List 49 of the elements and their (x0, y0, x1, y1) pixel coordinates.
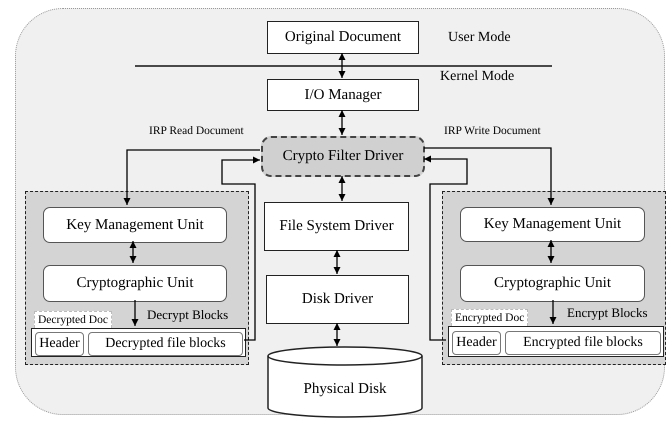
box-label: Decrypted file blocks (105, 336, 226, 352)
box-label: File System Driver (279, 218, 394, 235)
box-label: Key Management Unit (484, 216, 622, 233)
box-label: Cryptographic Unit (76, 275, 194, 292)
unit-box (43, 265, 227, 302)
box-label: Cryptographic Unit (494, 275, 612, 292)
arrow (221, 156, 260, 341)
edge-label: Encrypt Blocks (566, 306, 649, 319)
arrow (130, 241, 136, 263)
box-label: Header (456, 335, 497, 351)
process-box (267, 79, 419, 111)
edge-label: Decrypt Blocks (146, 308, 230, 321)
arrow (334, 250, 340, 274)
background-panel (15, 8, 665, 415)
document-label: Decrypted Doc (34, 311, 112, 328)
unit-box (460, 207, 645, 242)
process-box (264, 202, 409, 251)
process-box (267, 21, 419, 54)
box-label: I/O Manager (304, 86, 382, 104)
arrow (550, 300, 556, 324)
arrow (338, 176, 346, 201)
block-box (35, 332, 84, 356)
mode-label: User Mode (448, 30, 511, 46)
box-label: Disk Driver (302, 291, 374, 308)
block-box (88, 332, 243, 356)
block-box (505, 331, 661, 355)
filter-driver-box (261, 136, 425, 177)
box-label: Physical Disk (304, 380, 386, 398)
box-label: Encrypted file blocks (523, 335, 643, 351)
dashed-group-panel (442, 191, 666, 365)
block-box (452, 331, 501, 355)
arrow (424, 147, 554, 205)
arrow (132, 300, 138, 326)
arrow (334, 323, 340, 346)
unit-box (43, 207, 227, 243)
document-label: Encrypted Doc (451, 309, 528, 326)
mode-label: Kernel Mode (440, 69, 514, 85)
box-label: Key Management Unit (66, 216, 204, 234)
dashed-group-panel (25, 191, 249, 365)
arrow (338, 53, 346, 78)
unit-box (460, 265, 645, 302)
arrow (124, 149, 260, 205)
arrow (424, 156, 468, 341)
box-label: Crypto Filter Driver (282, 148, 404, 165)
box-label: Original Document (284, 29, 402, 46)
arrow (548, 240, 554, 263)
process-box (266, 275, 409, 324)
box-label: Header (39, 336, 80, 352)
arrow (338, 110, 346, 135)
